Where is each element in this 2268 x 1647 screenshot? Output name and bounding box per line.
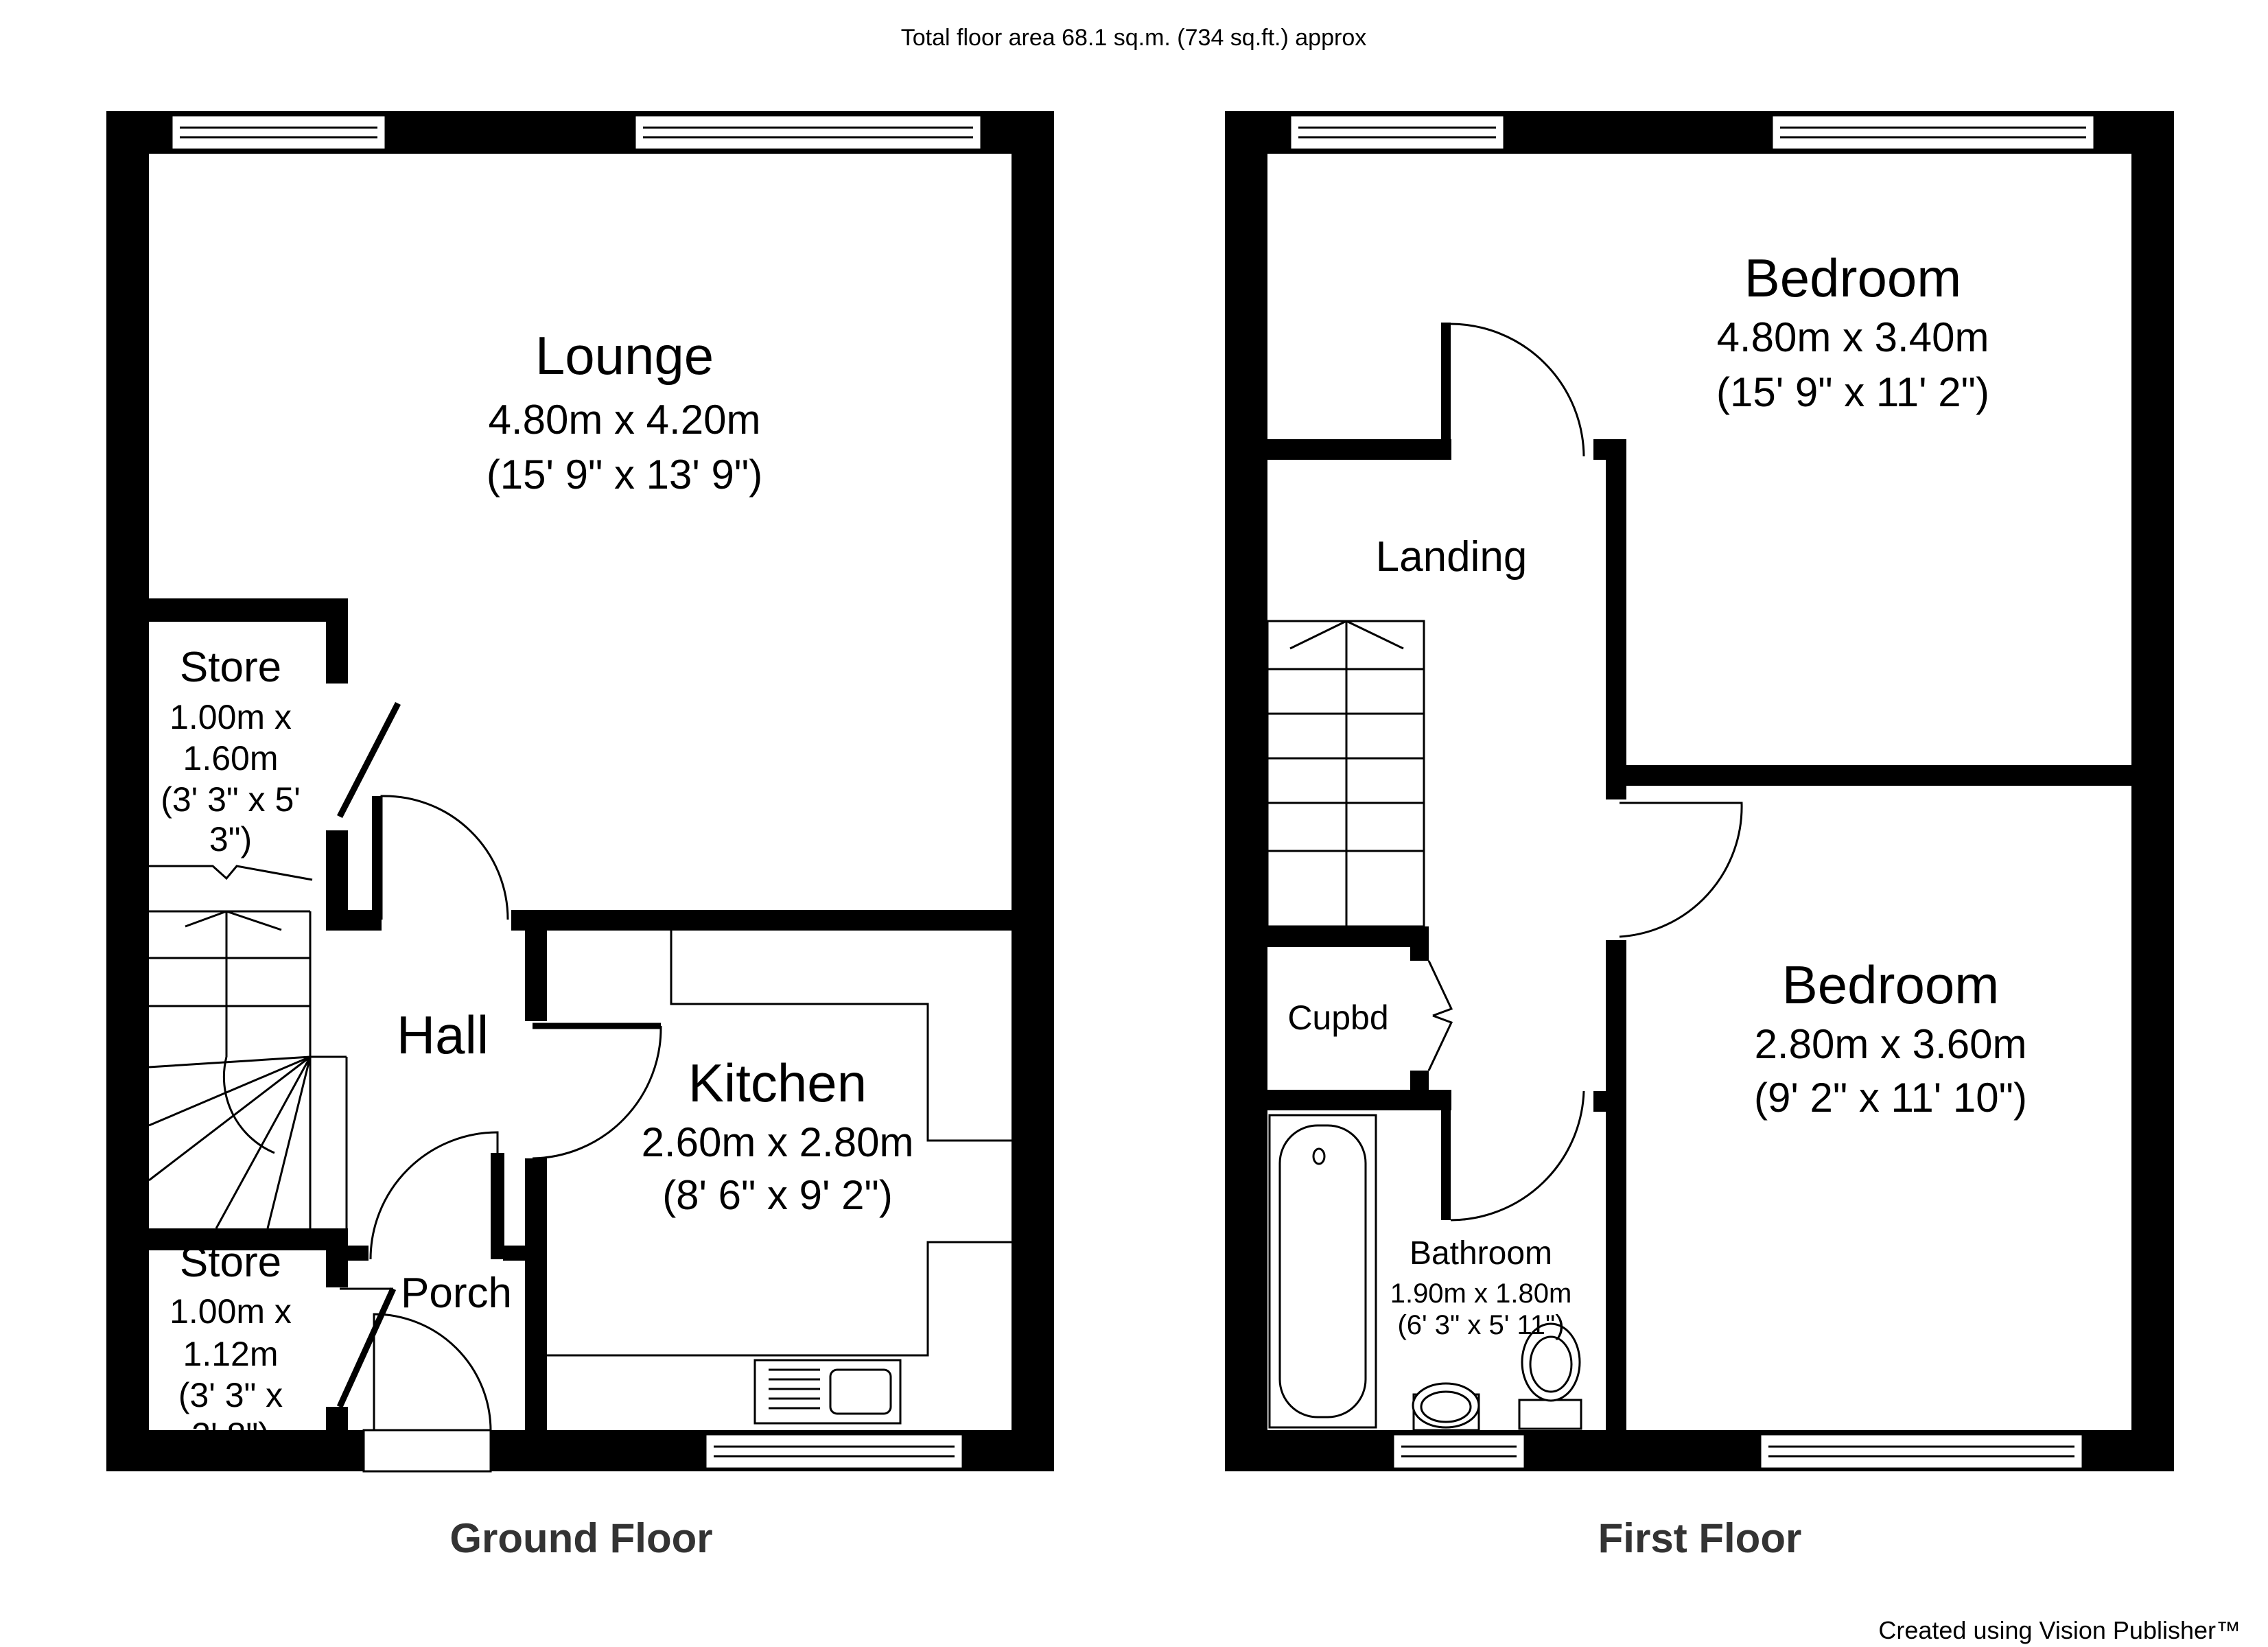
room-name: Lounge [535,325,714,386]
room-dims: (9' 2" x 11' 10") [1754,1075,2027,1121]
room-name: Kitchen [688,1053,867,1113]
room-dims: (3' 3" x 5' [161,780,301,819]
room-bedroom-1: Bedroom 4.80m x 3.40m (15' 9" x 11' 2") [1716,248,1989,415]
ground-floor-plan: Lounge 4.80m x 4.20m (15' 9" x 13' 9") S… [106,111,1054,1473]
ff-cupbd-door [1427,960,1453,1071]
room-name: Porch [401,1270,512,1317]
gf-wall-lounge-kitchen [511,910,1054,931]
ff-window-bathroom [1392,1433,1526,1470]
ff-wall-bed2-left [1606,940,1626,1091]
ff-wall-bed1-bottom [1606,765,2174,786]
gf-wall-left [106,111,149,1471]
room-name: Bedroom [1744,248,1962,308]
room-dims: 4.80m x 3.40m [1717,314,1989,360]
room-dims: 1.90m x 1.80m [1390,1278,1572,1309]
first-floor-label: First Floor [1598,1515,1802,1561]
gf-wall-bottom-left [106,1430,364,1471]
ff-wall-cupbd-right-bottom [1410,1071,1429,1110]
room-name: Store [180,644,281,691]
room-dims: 4.80m x 4.20m [489,397,761,443]
gf-window-top-right [633,114,983,151]
ground-floor-label: Ground Floor [449,1515,712,1561]
ff-wall-right [2131,111,2174,1471]
ff-wall-cupbd-right-top [1410,926,1429,961]
room-cupbd: Cupbd [1287,998,1388,1037]
room-store-2: Store 1.00m x 1.12m (3' 3" x 3' 8") [169,1239,292,1454]
ff-wall-left [1225,111,1267,1471]
ff-wall-landing-top [1267,439,1451,460]
room-dims: 1.00m x [169,1292,292,1331]
gf-front-door [362,1313,492,1473]
ff-wall-bath-post [1441,1090,1451,1220]
room-name: Cupbd [1287,998,1388,1037]
room-lounge: Lounge 4.80m x 4.20m (15' 9" x 13' 9") [487,325,762,498]
ff-stairs [1266,620,1425,928]
gf-porch-door [369,1131,499,1260]
ff-wall-bed1-left [1606,439,1626,799]
room-name: Store [180,1239,281,1286]
room-dims: (6' 3" x 5' 11") [1397,1310,1564,1340]
credit-text: Created using Vision Publisher™ [1878,1616,2241,1644]
gf-wall-hall-top-left [326,910,379,931]
ff-wall-cupbd-top [1267,926,1429,947]
room-kitchen: Kitchen 2.60m x 2.80m (8' 6" x 9' 2") [642,1053,914,1218]
toilet-icon [1518,1322,1582,1430]
room-dims: 3' 8") [191,1416,269,1454]
room-dims: 1.60m [183,739,279,778]
room-dims: (8' 6" x 9' 2") [662,1172,893,1218]
gf-wall-hall-post [372,796,382,931]
room-dims: 1.12m [183,1335,279,1373]
room-dims: 1.00m x [169,698,292,736]
gf-kitchen-units [547,931,1012,1425]
room-name: Bedroom [1782,955,2000,1015]
gf-wall-store2-right-top [326,1228,348,1287]
gf-store2-door [336,1287,397,1408]
first-floor-plan: Bedroom 4.80m x 3.40m (15' 9" x 11' 2") … [1225,111,2174,1471]
ff-bedroom1-door [1450,323,1585,457]
room-name: Hall [397,1005,489,1065]
gf-wall-porch-right [491,1153,504,1259]
gf-wall-right [1012,111,1054,1471]
room-dims: 3") [209,820,252,858]
ff-wall-landing-post [1441,323,1451,460]
gf-wall-hall-kitchen-upper [525,920,547,1021]
total-area-text: Total floor area 68.1 sq.m. (734 sq.ft.)… [901,25,1366,51]
gf-wall-store-right-upper [326,598,348,684]
room-bathroom: Bathroom 1.90m x 1.80m (6' 3" x 5' 11") [1390,1235,1572,1340]
gf-store1-door [336,701,401,819]
room-bedroom-2: Bedroom 2.80m x 3.60m (9' 2" x 11' 10") [1754,955,2027,1121]
room-name: Bathroom [1410,1235,1552,1272]
room-porch: Porch [401,1270,512,1317]
room-dims: 2.80m x 3.60m [1755,1021,2027,1067]
ff-window-top-right [1770,114,2096,151]
room-dims: (3' 3" x [178,1376,283,1414]
room-name: Landing [1376,533,1528,581]
room-landing: Landing [1376,533,1528,581]
gf-hall-door [380,795,509,920]
basin-icon [1412,1382,1480,1432]
room-dims: (15' 9" x 11' 2") [1716,369,1989,415]
room-dims: 2.60m x 2.80m [642,1119,914,1165]
gf-wall-porch-left-post [347,1246,369,1261]
gf-window-top-left [170,114,387,151]
gf-wall-porch-right-post [503,1246,537,1261]
gf-wall-hall-kitchen-lower [525,1158,547,1471]
gf-wall-lounge-store [149,598,348,622]
gf-kitchen-door [532,1023,662,1160]
gf-wall-store2-top [149,1228,348,1250]
ff-bedroom2-door [1619,802,1743,938]
gf-window-kitchen [704,1433,964,1470]
bathtub-icon [1268,1114,1377,1429]
ff-window-bedroom2 [1759,1433,2084,1470]
gf-wall-store2-right-bottom [326,1407,348,1471]
room-dims: (15' 9" x 13' 9") [487,452,762,498]
room-store-1: Store 1.00m x 1.60m (3' 3" x 5' 3") [161,644,301,858]
ff-window-top-left [1289,114,1506,151]
room-hall: Hall [397,1005,489,1065]
ff-bathroom-door [1450,1090,1585,1222]
gf-stairs [148,865,348,1229]
ff-wall-bed2-left-top [1606,786,1626,799]
ff-wall-bed2-left-bottom [1606,1091,1626,1471]
